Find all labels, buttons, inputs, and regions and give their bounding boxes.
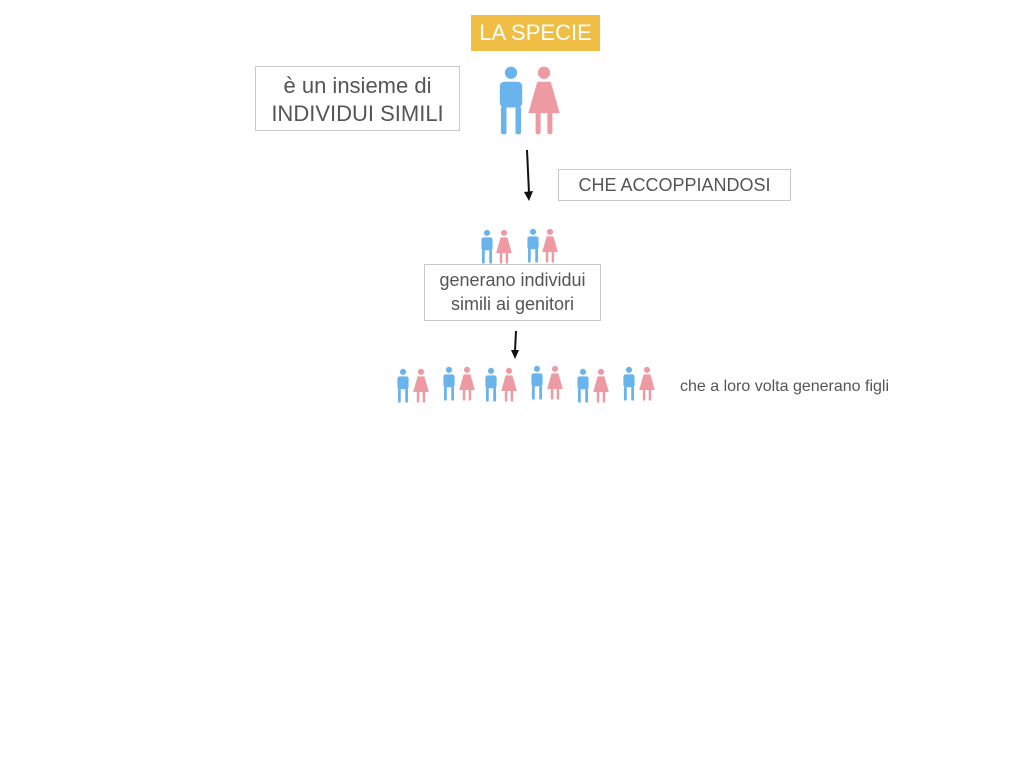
arrow-down-icon <box>511 330 519 359</box>
parent-couple <box>499 66 560 135</box>
next-generation-note: che a loro volta generano figli <box>680 378 890 395</box>
children-couples <box>481 228 558 264</box>
definition-line-2: INDIVIDUI SIMILI <box>271 101 444 126</box>
slide-title: LA SPECIE <box>471 15 600 51</box>
female-figure-icon <box>547 365 563 400</box>
female-figure-icon <box>593 368 609 403</box>
male-figure-icon <box>623 366 635 401</box>
male-figure-icon <box>481 229 493 264</box>
offspring-box: generano individui simili ai genitori <box>424 264 601 321</box>
definition-line-1: è un insieme di <box>283 73 432 98</box>
male-figure-icon <box>397 368 409 403</box>
grandchildren-couples <box>397 365 655 403</box>
female-figure-icon <box>528 66 560 135</box>
male-figure-icon <box>577 368 589 403</box>
arrow-down-icon <box>524 149 533 201</box>
female-figure-icon <box>542 228 558 263</box>
female-figure-icon <box>413 368 429 403</box>
female-figure-icon <box>639 366 655 401</box>
mating-box: CHE ACCOPPIANDOSI <box>558 169 791 201</box>
male-figure-icon <box>485 367 497 402</box>
female-figure-icon <box>501 367 517 402</box>
male-figure-icon <box>443 366 455 401</box>
male-figure-icon <box>499 66 523 135</box>
male-figure-icon <box>527 228 539 263</box>
female-figure-icon <box>459 366 475 401</box>
female-figure-icon <box>496 229 512 264</box>
offspring-line-1: generano individui <box>439 270 586 290</box>
offspring-line-2: simili ai genitori <box>450 294 575 314</box>
definition-box: è un insieme di INDIVIDUI SIMILI <box>255 66 460 131</box>
male-figure-icon <box>531 365 543 400</box>
